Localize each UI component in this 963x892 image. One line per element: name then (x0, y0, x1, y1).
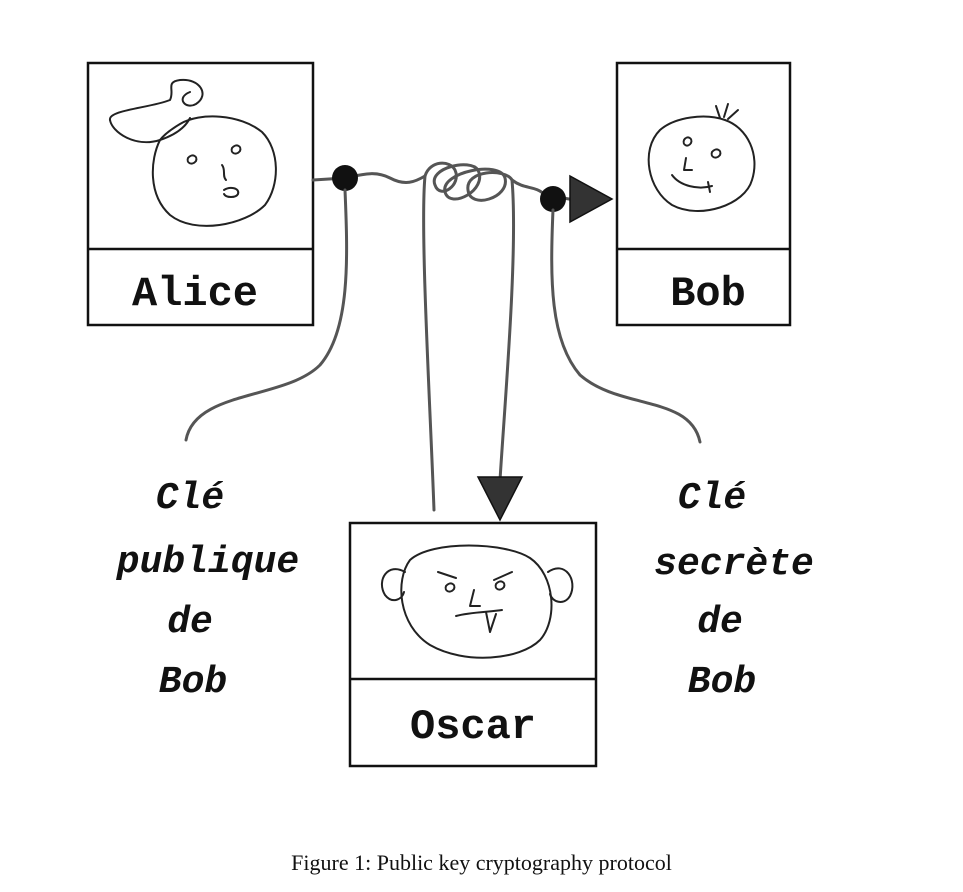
alice-name: Alice (132, 270, 258, 318)
bob-face-icon (647, 103, 756, 212)
alice-junction-dot (332, 165, 358, 191)
oscar-face-icon (380, 544, 574, 659)
message-channel (311, 161, 614, 522)
alice-box: Alice (86, 61, 315, 327)
figure-caption: Figure 1: Public key cryptography protoc… (291, 850, 672, 875)
bob-box: Bob (615, 61, 792, 327)
secret-key-wire (550, 208, 702, 444)
secret-key-line-1: Clé (678, 477, 746, 520)
bob-junction-dot (540, 186, 566, 212)
public-key-line-3: de (167, 601, 213, 644)
public-key-line-2: publique (116, 541, 299, 584)
public-key-label: Clé publique de Bob (116, 477, 299, 704)
secret-key-line-2: secrète (654, 543, 814, 586)
oscar-box: Oscar (348, 521, 598, 768)
bob-name: Bob (670, 270, 746, 318)
arrow-to-bob-icon (569, 174, 614, 224)
secret-key-line-4: Bob (688, 661, 756, 704)
oscar-name: Oscar (410, 703, 536, 751)
secret-key-line-3: de (697, 601, 743, 644)
secret-key-label: Clé secrète de Bob (654, 477, 814, 704)
public-key-wire (184, 188, 349, 442)
public-key-line-1: Clé (156, 477, 224, 520)
alice-face-icon (109, 78, 277, 227)
arrow-to-oscar-icon (476, 476, 524, 522)
public-key-line-4: Bob (159, 661, 227, 704)
